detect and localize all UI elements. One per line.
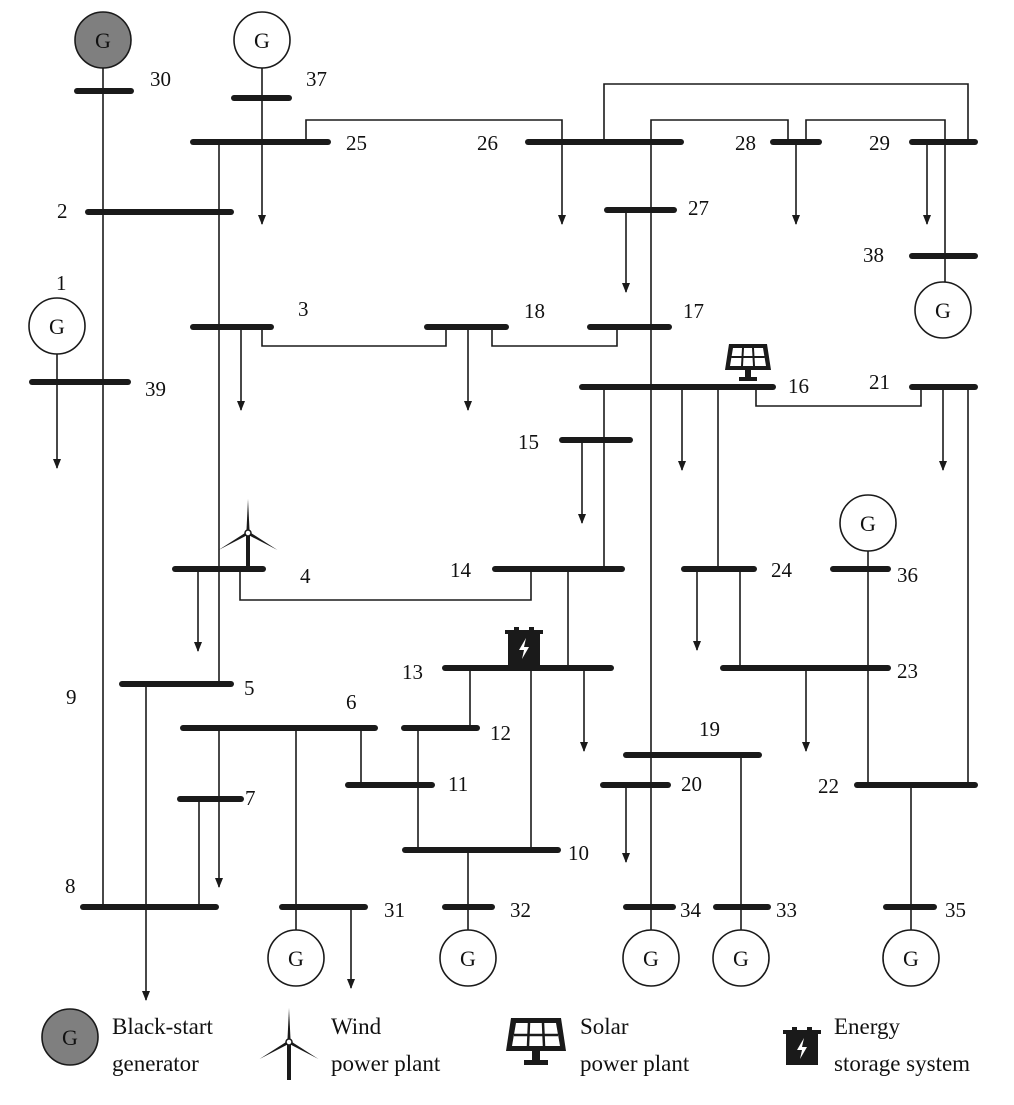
battery-icon: [505, 627, 543, 665]
bus-label-35: 35: [945, 898, 966, 922]
bus-label-1: 1: [56, 271, 67, 295]
svg-text:G: G: [903, 946, 919, 971]
bus-label-28: 28: [735, 131, 756, 155]
legend-solar: Solar power plant: [506, 1014, 690, 1076]
bus-label-11: 11: [448, 772, 468, 796]
legend: G Black-start generator Wind power plant: [41, 1008, 970, 1080]
bus-label-30: 30: [150, 67, 171, 91]
line-16-21: [755, 387, 922, 407]
bus-label-37: 37: [306, 67, 327, 91]
generator-38: G: [914, 281, 972, 339]
line-25-26: [305, 119, 563, 142]
bus-label-16: 16: [788, 374, 809, 398]
bus-label-13: 13: [402, 660, 423, 684]
bus-label-2: 2: [57, 199, 68, 223]
legend-storage: Energy storage system: [783, 1014, 970, 1076]
generator-36: G: [839, 494, 897, 552]
generator-37: G: [233, 11, 291, 69]
legend-wind: Wind power plant: [259, 1008, 441, 1080]
svg-text:G: G: [62, 1025, 78, 1050]
legend-solar-line1: Solar: [580, 1014, 629, 1039]
generator-35: G: [882, 929, 940, 987]
bus-label-26: 26: [477, 131, 498, 155]
bus-label-5: 5: [244, 676, 255, 700]
bus-label-25: 25: [346, 131, 367, 155]
bus-label-33: 33: [776, 898, 797, 922]
battery-icon: [783, 1027, 821, 1065]
svg-text:G: G: [49, 314, 65, 339]
legend-solar-line2: power plant: [580, 1051, 690, 1076]
legend-black-start-line2: generator: [112, 1051, 199, 1076]
bus-label-7: 7: [245, 786, 256, 810]
wind-turbine-icon: [218, 499, 278, 569]
bus-label-34: 34: [680, 898, 702, 922]
transmission-lines: [53, 65, 969, 1001]
bus-label-38: 38: [863, 243, 884, 267]
wind-turbine-icon: [259, 1008, 319, 1080]
line-18-17: [491, 327, 618, 347]
bus-label-31: 31: [384, 898, 405, 922]
line-3-18: [261, 327, 447, 347]
bus-label-24: 24: [771, 558, 793, 582]
generator-30-black-start: G: [74, 11, 132, 69]
bus-label-23: 23: [897, 659, 918, 683]
line-26-28-34: [650, 119, 789, 930]
legend-wind-line1: Wind: [331, 1014, 382, 1039]
svg-text:G: G: [460, 946, 476, 971]
svg-text:G: G: [288, 946, 304, 971]
line-4-14: [239, 569, 532, 601]
svg-text:G: G: [643, 946, 659, 971]
bus-labels: 1 2 3 4 5 6 7 8 9 10 11 12 13 14 15 16 1…: [56, 67, 966, 922]
svg-text:G: G: [860, 511, 876, 536]
generator-34: G: [622, 929, 680, 987]
bus-bars: [29, 88, 978, 910]
bus-label-20: 20: [681, 772, 702, 796]
bus-label-32: 32: [510, 898, 531, 922]
black-start-generator-icon: [41, 1008, 99, 1066]
generator-31: G: [267, 929, 325, 987]
bus-label-21: 21: [869, 370, 890, 394]
line-28-29: [805, 119, 946, 142]
legend-wind-line2: power plant: [331, 1051, 441, 1076]
bus-label-36: 36: [897, 563, 918, 587]
bus-label-15: 15: [518, 430, 539, 454]
bus-label-17: 17: [683, 299, 704, 323]
bus-label-29: 29: [869, 131, 890, 155]
bus-label-19: 19: [699, 717, 720, 741]
svg-text:G: G: [95, 28, 111, 53]
legend-storage-line1: Energy: [834, 1014, 901, 1039]
solar-panel-icon: [725, 344, 771, 381]
line-26-29: [603, 83, 969, 142]
legend-black-start-line1: Black-start: [112, 1014, 214, 1039]
bus-label-18: 18: [524, 299, 545, 323]
bus-label-8: 8: [65, 874, 76, 898]
solar-panel-icon: [506, 1018, 566, 1065]
generators: G G G G G G G G: [28, 11, 972, 987]
bus-label-14: 14: [450, 558, 472, 582]
legend-black-start: G Black-start generator: [41, 1008, 214, 1076]
legend-storage-line2: storage system: [834, 1051, 970, 1076]
bus-label-12: 12: [490, 721, 511, 745]
bus-label-39: 39: [145, 377, 166, 401]
bus-label-3: 3: [298, 297, 309, 321]
bus-label-10: 10: [568, 841, 589, 865]
bus-label-4: 4: [300, 564, 311, 588]
bus-label-27: 27: [688, 196, 709, 220]
generator-33: G: [712, 929, 770, 987]
svg-text:G: G: [254, 28, 270, 53]
bus-label-22: 22: [818, 774, 839, 798]
svg-text:G: G: [935, 298, 951, 323]
bus-label-6: 6: [346, 690, 357, 714]
svg-text:G: G: [733, 946, 749, 971]
generator-32: G: [439, 929, 497, 987]
bus-label-9: 9: [66, 685, 77, 709]
generator-1: G: [28, 297, 86, 355]
